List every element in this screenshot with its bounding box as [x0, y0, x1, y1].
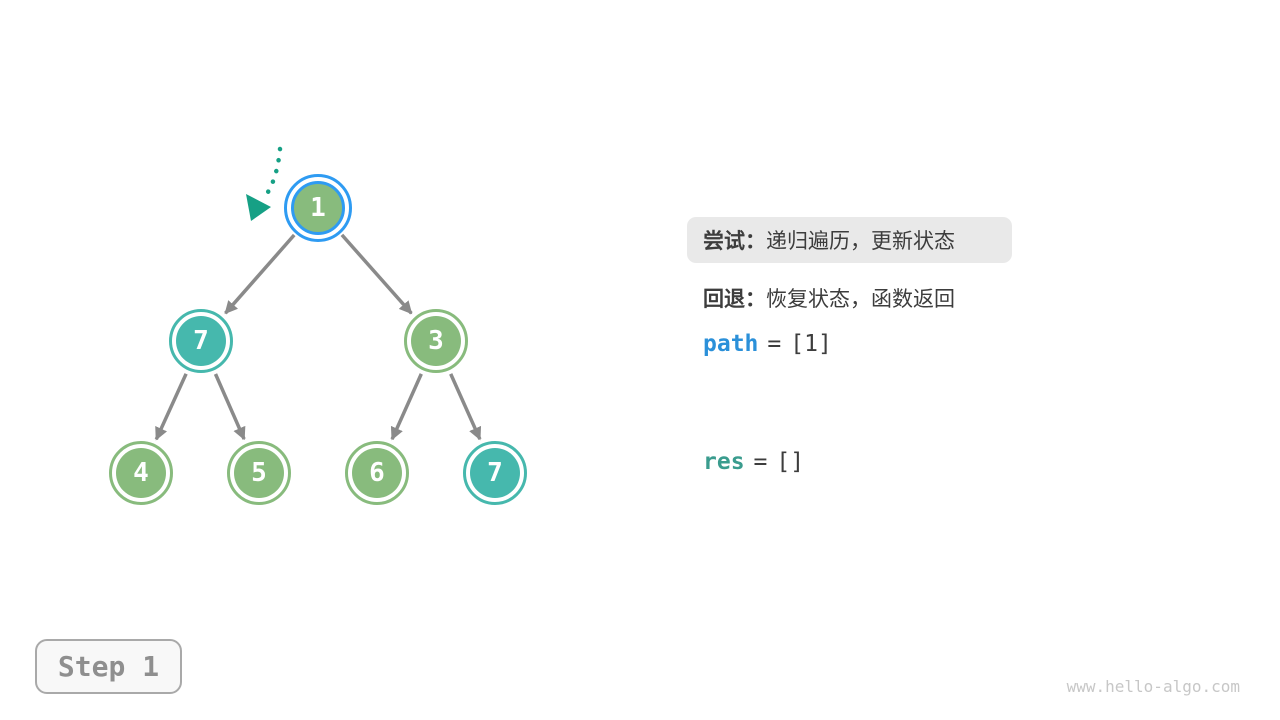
tree-node-6: 6 — [345, 441, 409, 505]
res-equals-sign: = — [753, 449, 768, 475]
tree-edge — [224, 233, 296, 315]
res-value: [] — [776, 449, 805, 475]
tree-edge — [213, 373, 246, 441]
tree-edges — [154, 233, 482, 441]
path-equals-sign: = — [767, 331, 782, 357]
tree-node-value: 3 — [411, 316, 461, 366]
backtrack-label: 回退： — [703, 287, 766, 311]
tree-node-4: 4 — [109, 441, 173, 505]
step-badge-label: Step 1 — [57, 650, 160, 683]
path-variable-name: path — [703, 331, 759, 357]
backtrack-line: 回退：恢复状态，函数返回 — [703, 283, 955, 313]
tree-node-7-right: 7 — [463, 441, 527, 505]
tree-node-3: 3 — [404, 309, 468, 373]
tree-node-value: 4 — [116, 448, 166, 498]
tree-node-value: 6 — [352, 448, 402, 498]
path-variable-line: path = [1] — [703, 331, 832, 357]
tree-edge — [154, 373, 188, 441]
step-badge: Step 1 — [35, 639, 182, 694]
backtrack-text: 恢复状态，函数返回 — [766, 287, 955, 311]
binary-tree-diagram — [154, 146, 482, 441]
tree-node-value: 7 — [470, 448, 520, 498]
tree-edge — [340, 233, 413, 315]
tree-node-1-current: 1 — [284, 174, 352, 242]
try-highlight-box: 尝试：递归遍历，更新状态 — [687, 217, 1012, 263]
tree-edge — [449, 373, 482, 441]
tree-node-value: 1 — [291, 181, 345, 235]
try-line: 尝试：递归遍历，更新状态 — [703, 225, 955, 255]
tree-node-5: 5 — [227, 441, 291, 505]
tree-node-7-left: 7 — [169, 309, 233, 373]
tree-edge — [390, 373, 423, 441]
watermark-url: www.hello-algo.com — [1066, 677, 1240, 696]
res-variable-line: res = [] — [703, 449, 804, 475]
path-value: [1] — [790, 331, 832, 357]
try-text: 递归遍历，更新状态 — [766, 229, 955, 253]
current-pointer-arrow-icon — [246, 146, 283, 221]
res-variable-name: res — [703, 449, 745, 475]
try-label: 尝试： — [703, 229, 766, 253]
tree-node-value: 7 — [176, 316, 226, 366]
tree-node-value: 5 — [234, 448, 284, 498]
